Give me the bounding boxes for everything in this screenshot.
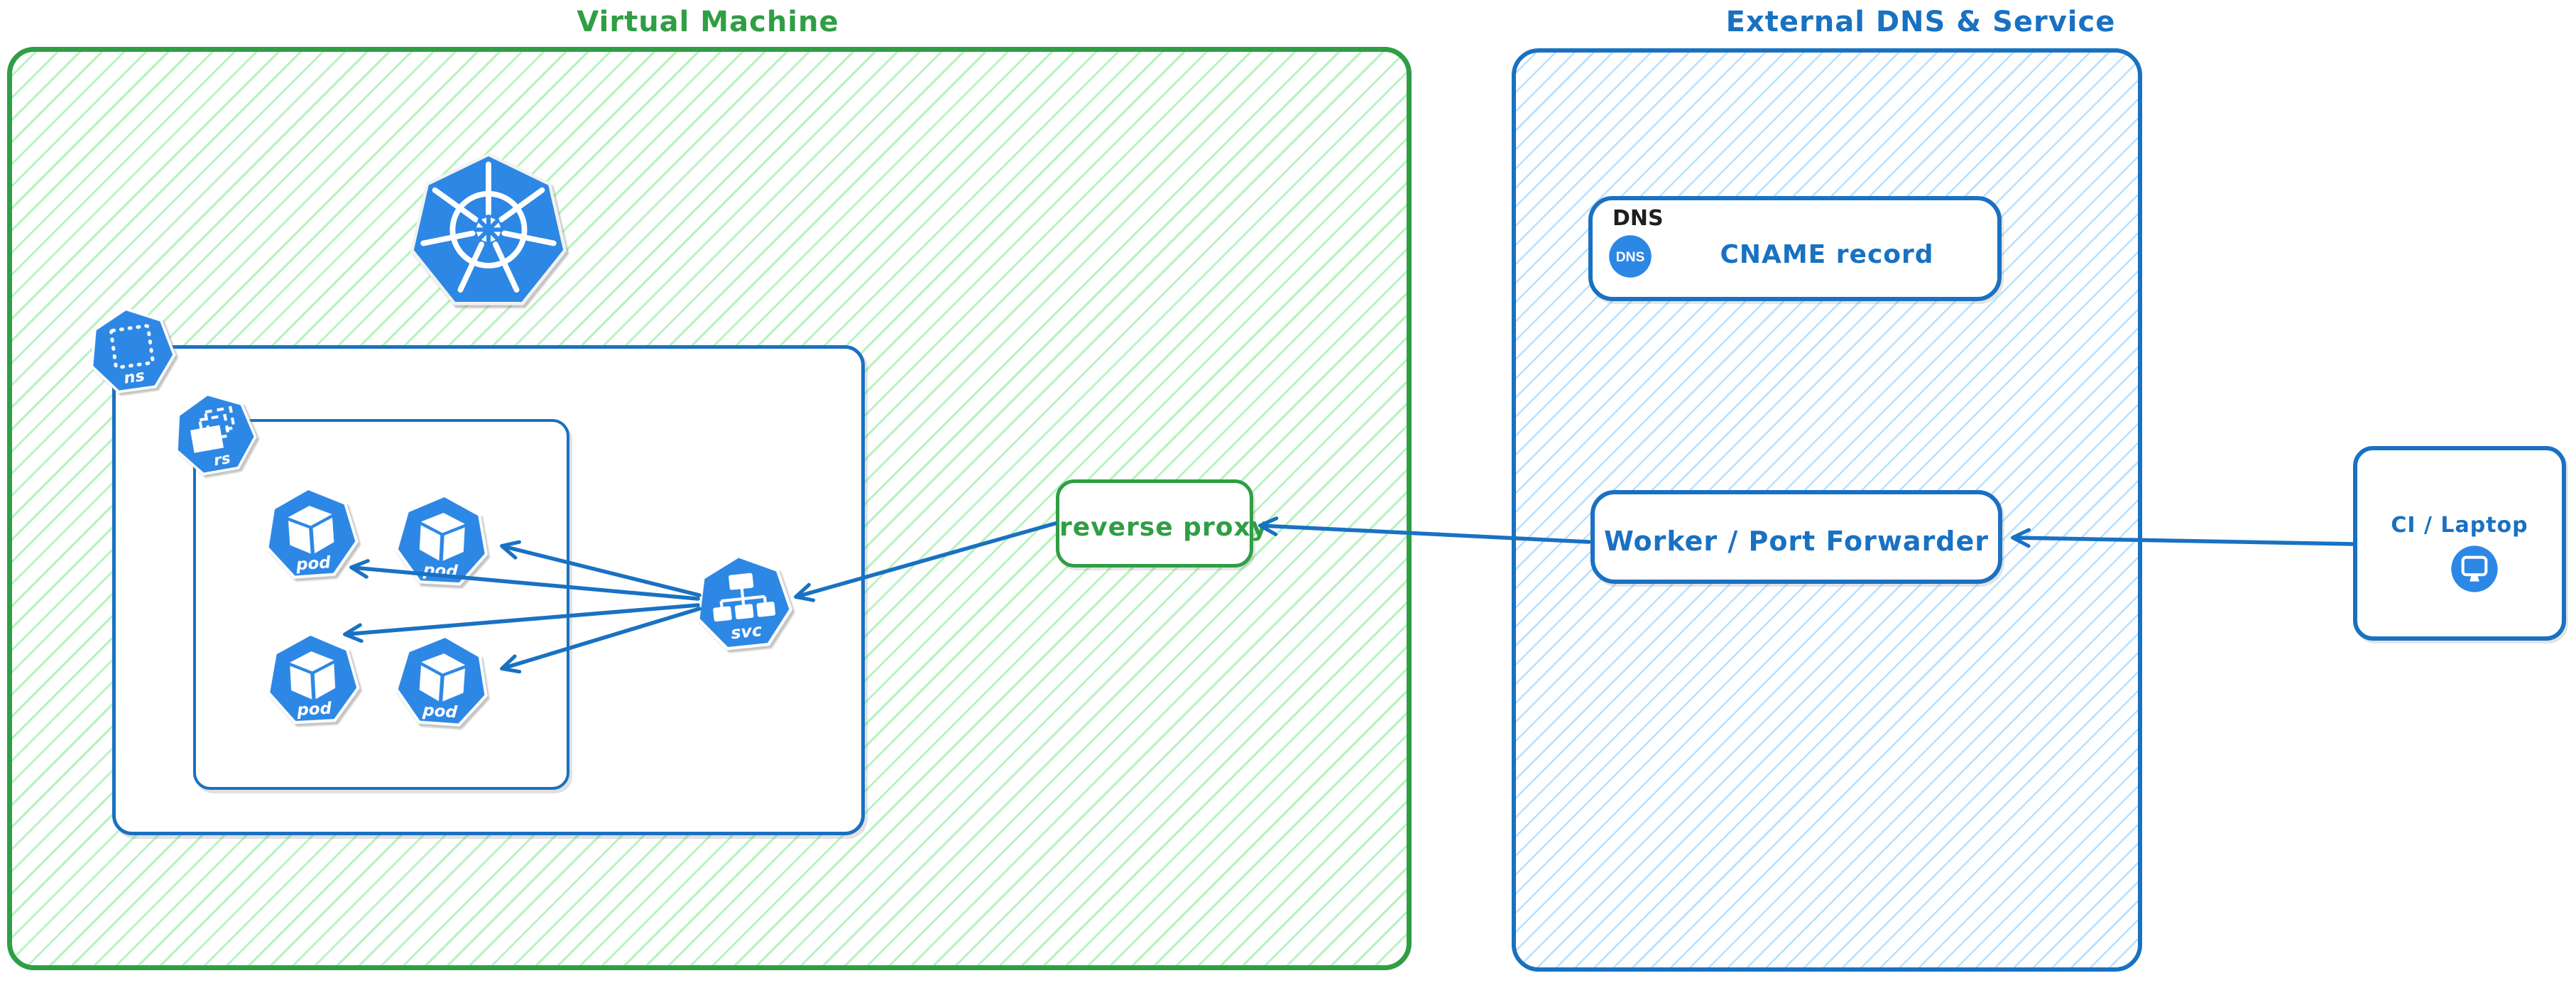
pod-icon-1[interactable]: pod <box>260 483 362 585</box>
external-dns-title[interactable]: External DNS & Service <box>1725 6 2116 38</box>
ns-label: ns <box>123 366 146 388</box>
dns-cname-card[interactable]: DNS DNS CNAME record <box>1588 196 2002 301</box>
namespace-icon[interactable]: ns <box>82 301 182 401</box>
pod-label: pod <box>296 700 332 720</box>
service-tree-glyph <box>713 572 776 622</box>
svc-label: svc <box>730 620 763 643</box>
rs-label: rs <box>212 450 232 470</box>
cube-glyph <box>419 513 465 561</box>
cube-glyph <box>419 653 466 702</box>
ci-laptop-card[interactable]: CI / Laptop <box>2353 446 2566 641</box>
replicaset-icon[interactable]: rs <box>165 385 263 484</box>
svg-text:DNS: DNS <box>1616 250 1645 265</box>
pod-label: pod <box>421 701 458 722</box>
cube-glyph <box>288 506 334 554</box>
monitor-icon <box>2450 545 2499 596</box>
replicaset-box[interactable] <box>193 419 569 790</box>
pod-icon-3[interactable]: pod <box>263 630 364 731</box>
cube-glyph <box>290 651 336 700</box>
pod-label: pod <box>295 553 332 574</box>
reverse-proxy-label: reverse proxy <box>1059 513 1269 542</box>
service-icon[interactable]: svc <box>689 549 798 658</box>
pod-icon-4[interactable]: pod <box>391 631 493 733</box>
worker-port-forwarder-label: Worker / Port Forwarder <box>1603 526 1990 557</box>
dns-tag: DNS <box>1612 206 1664 231</box>
worker-port-forwarder-card[interactable]: Worker / Port Forwarder <box>1590 490 2002 584</box>
kubernetes-logo-icon[interactable] <box>407 151 570 315</box>
virtual-machine-title[interactable]: Virtual Machine <box>577 6 839 38</box>
pod-label: pod <box>422 561 458 582</box>
dns-badge-icon: DNS <box>1608 234 1652 281</box>
dotted-square-glyph <box>109 324 155 369</box>
cname-record-label: CNAME record <box>1720 240 1934 269</box>
ci-laptop-label: CI / Laptop <box>2391 513 2528 538</box>
reverse-proxy-card[interactable]: reverse proxy <box>1056 479 1269 567</box>
pod-icon-2[interactable]: pod <box>392 492 493 592</box>
